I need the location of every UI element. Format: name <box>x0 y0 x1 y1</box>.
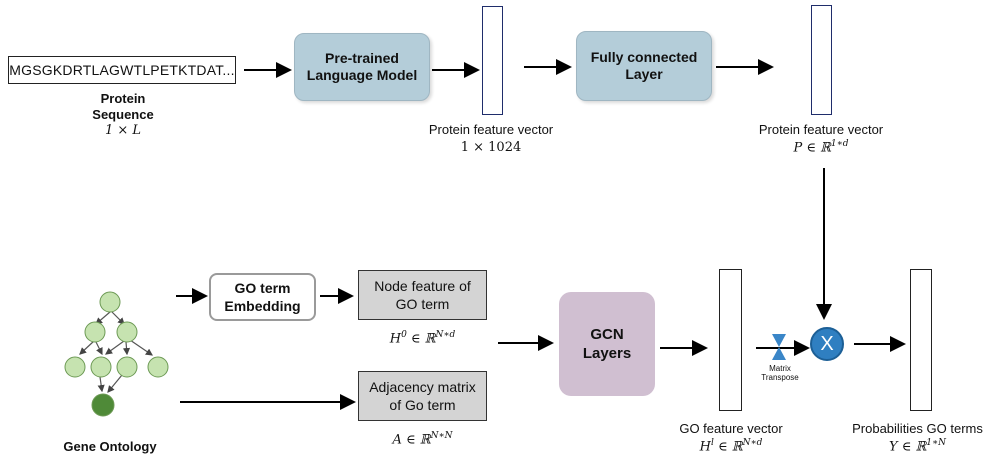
go-feature-vector-label: GO feature vector <box>679 421 783 436</box>
ontology-node <box>84 321 106 343</box>
go-feature-vector-dim: Hl ∈ ℝN∗d <box>699 438 763 455</box>
protein-feature-vector-2-label: Protein feature vector <box>758 122 884 137</box>
probabilities-dim: Y ∈ ℝ1∗N <box>889 438 946 455</box>
go-feature-vector <box>719 269 742 411</box>
transpose-icon <box>772 334 786 360</box>
probabilities-vector <box>910 269 932 411</box>
ontology-node <box>90 356 112 378</box>
multiply-icon: X <box>810 327 844 361</box>
protein-sequence-text: MGSGKDRTLAGWTLPETKTDAT... <box>9 62 235 78</box>
protein-sequence-label: Protein Sequence <box>92 91 154 122</box>
ontology-leaf-node <box>91 393 115 417</box>
protein-feature-vector-2-dim: P ∈ ℝ1∗d <box>793 139 849 156</box>
protein-sequence-box: MGSGKDRTLAGWTLPETKTDAT... <box>8 56 236 84</box>
node-feature-dim: H0 ∈ ℝN∗d <box>389 330 456 347</box>
protein-feature-vector-1 <box>482 6 503 115</box>
ontology-node <box>147 356 169 378</box>
matrix-transpose-label: Matrix Transpose <box>761 364 799 382</box>
ontology-tree <box>79 311 153 393</box>
ontology-node <box>116 356 138 378</box>
ontology-root-node <box>99 291 121 313</box>
probabilities-label: Probabilities GO terms <box>852 421 983 436</box>
protein-feature-vector-1-dim: 1 × 1024 <box>460 140 522 155</box>
protein-sequence-dim: 1 × L <box>104 123 142 138</box>
ontology-node <box>116 321 138 343</box>
protein-feature-vector-2 <box>811 5 832 115</box>
adjacency-matrix-dim: A ∈ ℝN∗N <box>392 431 453 448</box>
protein-feature-vector-1-label: Protein feature vector <box>428 122 554 137</box>
gene-ontology-label: Gene Ontology <box>63 439 157 454</box>
ontology-node <box>64 356 86 378</box>
